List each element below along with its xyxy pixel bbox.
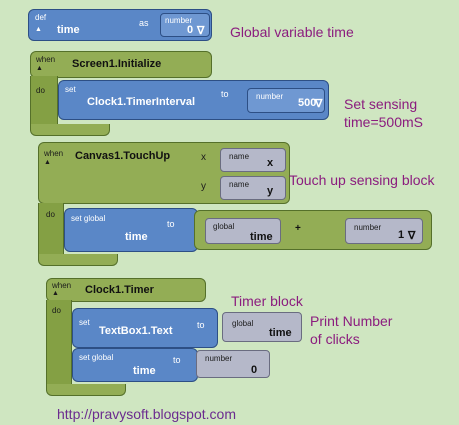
- number-type-label: number: [354, 223, 382, 232]
- reset-number-block[interactable]: number 0: [196, 350, 270, 378]
- annotation-global-variable: Global variable time: [230, 24, 354, 40]
- to-keyword: to: [167, 219, 175, 229]
- collapse-triangle-icon[interactable]: ▲: [44, 159, 51, 166]
- annotation-touch-up: Touch up sensing block: [289, 172, 435, 188]
- global-variable-name: time: [250, 231, 273, 243]
- when-keyword: when: [36, 55, 56, 64]
- def-keyword: def: [35, 13, 47, 22]
- event-name: Canvas1.TouchUp: [75, 150, 171, 162]
- event-name: Clock1.Timer: [85, 284, 154, 296]
- set-textbox-text-block[interactable]: set TextBox1.Text to: [72, 308, 218, 348]
- increment-number-block[interactable]: number 1 ∇: [345, 218, 423, 244]
- property-name: Clock1.TimerInterval: [87, 96, 196, 108]
- addition-block[interactable]: global time + number 1 ∇: [194, 210, 432, 250]
- name-type-label: name: [229, 152, 250, 161]
- clock-timer-block[interactable]: when ▲ Clock1.Timer: [46, 278, 206, 302]
- footer-url-link[interactable]: http://pravysoft.blogspot.com: [57, 406, 236, 422]
- set-global-time-reset-block[interactable]: set global time to: [72, 348, 198, 382]
- to-keyword: to: [221, 89, 229, 99]
- dropdown-icon[interactable]: ∇: [197, 25, 205, 37]
- def-number-block[interactable]: number 0 ∇: [160, 13, 210, 37]
- number-value: 1: [398, 229, 405, 241]
- name-x-value: x: [267, 157, 274, 169]
- name-type-label: name: [229, 180, 250, 189]
- def-variable-block[interactable]: def ▲ time as number 0 ∇: [28, 9, 212, 41]
- annotation-sensing-line1: Set sensing: [344, 96, 418, 112]
- clock-timer-bottom: [46, 384, 126, 396]
- screen-initialize-bottom: [30, 124, 110, 136]
- set-global-keyword: set global: [71, 214, 106, 223]
- when-keyword: when: [44, 149, 64, 158]
- set-keyword: set: [79, 318, 90, 327]
- screen-initialize-block[interactable]: when ▲ Screen1.Initialize: [30, 51, 212, 78]
- number-value: 0: [187, 24, 194, 36]
- global-type-label: global: [232, 319, 254, 328]
- number-type-label: number: [165, 16, 193, 25]
- variable-name: time: [133, 365, 156, 377]
- name-y-block[interactable]: name y: [220, 176, 286, 200]
- name-y-value: y: [267, 185, 274, 197]
- to-keyword: to: [173, 355, 181, 365]
- name-x-block[interactable]: name x: [220, 148, 286, 172]
- global-variable-name: time: [269, 327, 292, 339]
- annotation-print-line2: of clicks: [310, 331, 360, 347]
- screen-initialize-do-rail: [30, 76, 58, 128]
- collapse-triangle-icon[interactable]: ▲: [35, 26, 42, 33]
- global-time-getter[interactable]: global time: [222, 312, 302, 342]
- do-keyword: do: [36, 86, 45, 95]
- global-type-label: global: [213, 222, 235, 231]
- number-type-label: number: [205, 354, 233, 363]
- dropdown-icon[interactable]: ∇: [315, 98, 323, 110]
- when-keyword: when: [52, 281, 72, 290]
- global-time-getter[interactable]: global time: [205, 218, 281, 244]
- as-label: as: [139, 18, 149, 28]
- dropdown-icon[interactable]: ∇: [408, 230, 416, 242]
- param-x-label: x: [201, 152, 206, 163]
- do-keyword: do: [46, 210, 55, 219]
- set-global-time-block[interactable]: set global time to: [64, 208, 198, 252]
- param-y-label: y: [201, 181, 206, 192]
- to-keyword: to: [197, 320, 205, 330]
- set-timer-interval-block[interactable]: set Clock1.TimerInterval to number 500 ∇: [58, 80, 329, 120]
- variable-name: time: [125, 231, 148, 243]
- number-type-label: number: [256, 92, 284, 101]
- touch-up-bottom: [38, 254, 118, 266]
- property-name: TextBox1.Text: [99, 325, 173, 337]
- do-keyword: do: [52, 306, 61, 315]
- set-global-keyword: set global: [79, 353, 114, 362]
- event-name: Screen1.Initialize: [72, 58, 162, 70]
- interval-number-block[interactable]: number 500 ∇: [247, 88, 325, 113]
- set-keyword: set: [65, 85, 76, 94]
- annotation-timer-block: Timer block: [231, 293, 303, 309]
- annotation-sensing-line2: time=500mS: [344, 114, 423, 130]
- touch-up-do-rail: [38, 203, 64, 258]
- number-value: 0: [251, 364, 258, 376]
- number-value: 500: [298, 97, 317, 109]
- collapse-triangle-icon[interactable]: ▲: [36, 65, 43, 72]
- clock-timer-do-rail: [46, 300, 72, 388]
- collapse-triangle-icon[interactable]: ▲: [52, 290, 59, 297]
- def-variable-name: time: [57, 24, 80, 36]
- plus-operator: +: [295, 223, 301, 234]
- annotation-print-line1: Print Number: [310, 313, 393, 329]
